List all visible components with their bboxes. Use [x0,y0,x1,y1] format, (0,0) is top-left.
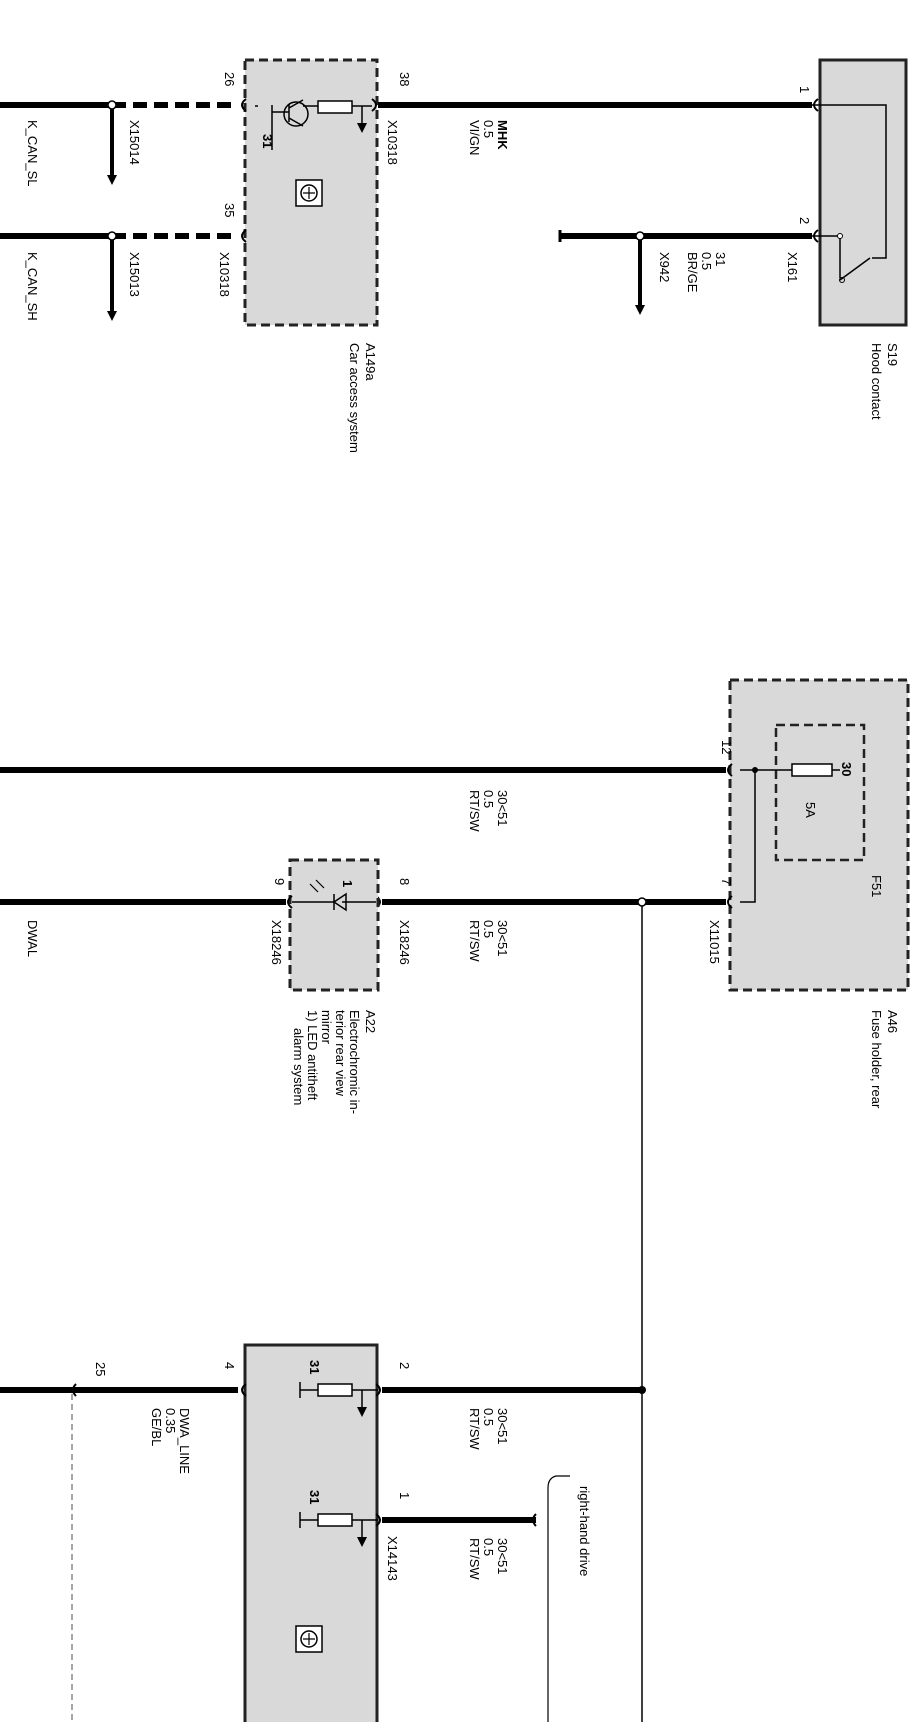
wire-dwal: DWAL [0,895,293,957]
wire-dwa-line: 25 DWA_LINE 0.35 GE/BL [0,1362,247,1722]
ground-color: BR/GE [685,252,700,293]
a149a-pin-35: 35 [222,203,237,217]
w30-top-signal: 30<51 [495,790,510,827]
a22-name-3: mirror [319,1010,334,1045]
wire-30-b1: 30<51 0.5 RT/SW [375,1383,646,1450]
a22-pin-8: 8 [397,878,412,885]
a149a-internal-31: 31 [260,134,275,148]
f51-fuse [791,763,833,777]
w30-b2-color: RT/SW [467,1538,482,1580]
w30-mid-signal: 30<51 [495,920,510,957]
ground-connector: X942 [657,252,672,282]
a149a-pin-38: 38 [397,72,412,86]
w30-b1-size: 0.5 [481,1408,496,1426]
w30-b2-size: 0.5 [481,1538,496,1556]
bottom-pin-2: 2 [397,1362,412,1369]
rhd-note: right-hand drive [577,1486,592,1576]
f51-terminal: 30 [839,762,854,776]
bottom-internal-31a: 31 [307,1360,322,1374]
s19-pin-bottom: 2 [797,217,812,224]
dwal-signal: DWAL [25,920,40,957]
s19-box [818,58,908,327]
a149a-id: A149a [363,343,378,381]
a149a-name: Car access system [347,343,362,453]
wire-30-mid: 30<51 0.5 RT/SW [375,895,733,1722]
bottom-pin-4: 4 [222,1362,237,1369]
mhk-size: 0.5 [481,120,496,138]
ground-signal: 31 [713,252,728,266]
a149a-connector-right: X10318 [385,120,400,165]
a22-rear-view-mirror: 1 9 8 X18246 X18246 A22 Electrochromic i… [269,858,412,1114]
a22-name-4: 1) LED antitheft [305,1010,320,1101]
w30-b2-signal: 30<51 [495,1538,510,1575]
dwa-line-signal: DWA_LINE [177,1408,192,1474]
a22-connector-right: X18246 [397,920,412,965]
a22-connector-left: X18246 [269,920,284,965]
dwa-line-size: 0.35 [163,1408,178,1433]
k-can-sl-signal: K_CAN_SL [25,120,40,186]
w30-mid-color: RT/SW [467,920,482,962]
bottom-pin-1: 1 [397,1492,412,1499]
a149a-connector-bottom: X10318 [217,252,232,297]
s19-hood-contact: 1 2 X161 S19 Hood contact [785,58,908,420]
a22-id: A22 [363,1010,378,1033]
dwa-line-pin: 25 [93,1362,108,1376]
s19-name: Hood contact [869,343,884,420]
bottom-module-box [243,1343,379,1722]
a22-pin-9: 9 [272,878,287,885]
w30-top-size: 0.5 [481,790,496,808]
s19-switch-lever [839,257,871,281]
s19-pin-top: 1 [797,86,812,93]
f51-id: F51 [869,875,884,897]
wire-mhk: MHK 0.5 VI/GN [371,98,819,155]
a46-id: A46 [885,1010,900,1033]
s19-connector: X161 [785,252,800,282]
wire-30-top: 30<51 0.5 RT/SW [0,763,733,832]
rhd-bracket: right-hand drive [547,1475,592,1722]
s19-id: S19 [885,343,900,366]
a22-internal-pin: 1 [340,880,355,887]
a46-fuse-holder-rear: 30 5A F51 12 7 X11015 A46 Fuse holder, r… [707,678,910,1109]
a149a-pin-26: 26 [222,72,237,86]
wire-ground-31: 31 0.5 BR/GE X942 [558,229,819,315]
s19-switch-line [810,104,887,259]
dwa-line-color: GE/BL [149,1408,164,1446]
f51-rating: 5A [803,802,818,818]
a149a-car-access-system: 31 26 35 38 X10318 X10318 A149a Car acce… [217,58,412,453]
w30-mid-size: 0.5 [481,920,496,938]
ground-size: 0.5 [699,252,714,270]
wire-30-b2: 30<51 0.5 RT/SW [375,1513,537,1580]
k-can-sl-connector: X15014 [127,120,142,165]
a22-name-5: alarm system [291,1028,306,1105]
bottom-connector: X14143 [385,1536,400,1581]
w30-top-color: RT/SW [467,790,482,832]
wire-k-can-sl: X15014 K_CAN_SL [0,98,247,186]
a46-pin-7: 7 [719,878,734,885]
mhk-color: VI/GN [467,120,482,155]
a22-box [288,858,380,992]
a46-connector: X11015 [707,920,722,964]
k-can-sh-connector: X15013 [127,252,142,297]
a22-name-1: Electrochromic in- [347,1010,362,1114]
w30-b1-color: RT/SW [467,1408,482,1450]
bottom-module: 31 31 4 2 1 X14143 [222,1343,412,1722]
f51-box [774,723,866,862]
bottom-internal-31b: 31 [307,1490,322,1504]
wire-k-can-sh: X15013 K_CAN_SH [0,229,247,321]
a22-name-2: terior rear view [333,1010,348,1097]
a46-name: Fuse holder, rear [869,1010,884,1109]
mhk-signal: MHK [495,120,510,150]
k-can-sh-signal: K_CAN_SH [25,252,40,321]
w30-b1-signal: 30<51 [495,1408,510,1445]
a46-pin-12: 12 [719,740,734,754]
